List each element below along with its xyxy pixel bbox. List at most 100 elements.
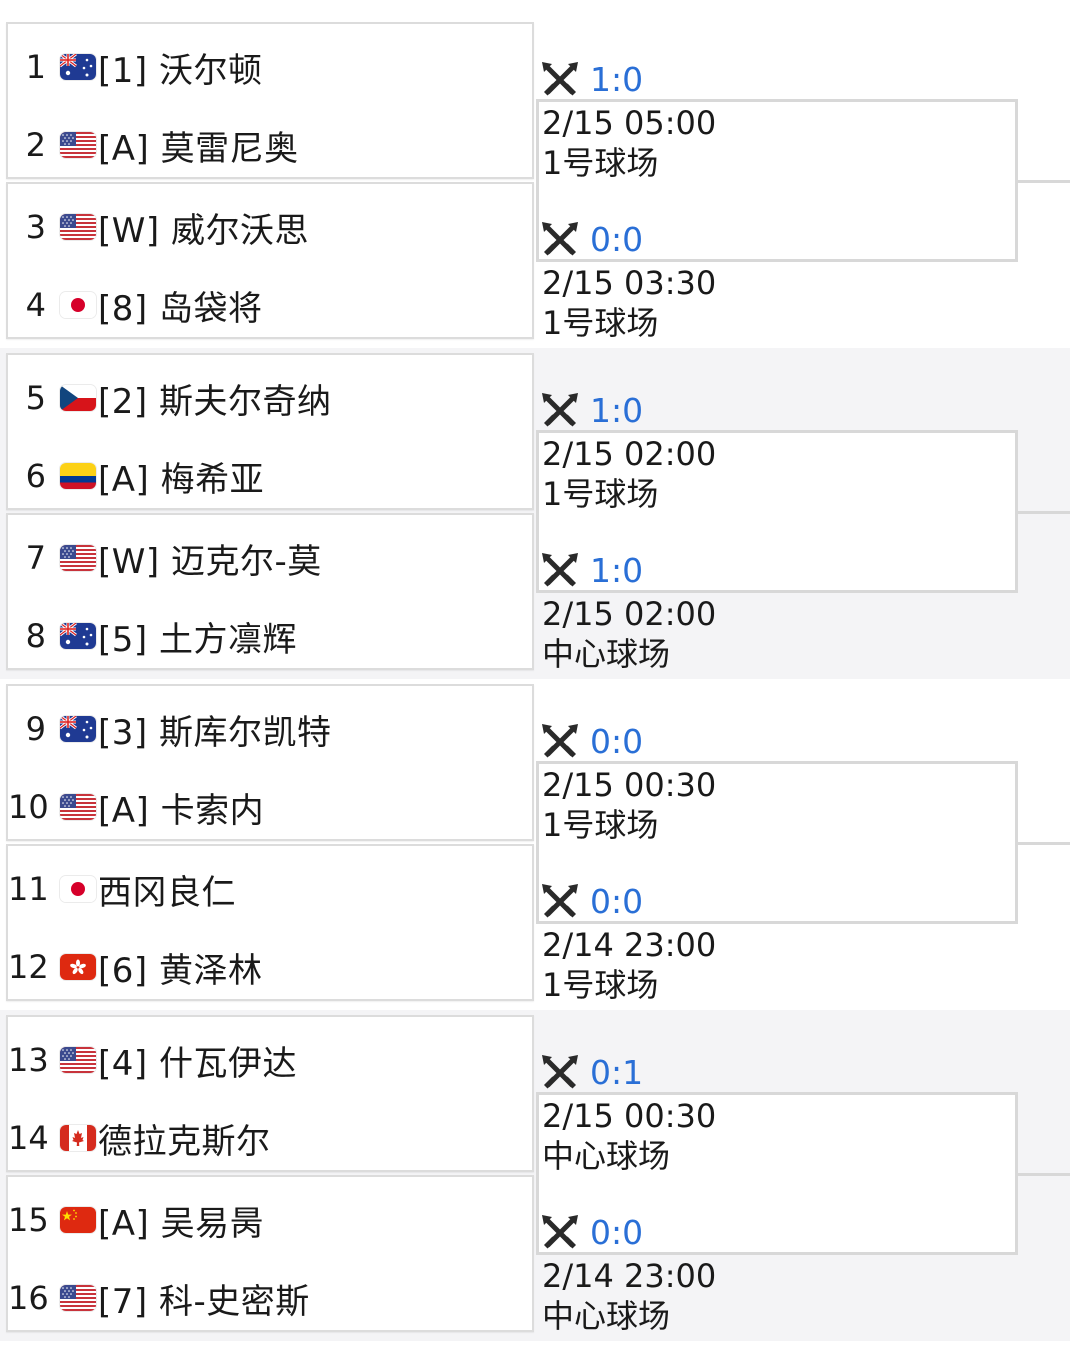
- hongkong-flag-icon: [60, 954, 96, 980]
- bracket-connector-line: [1018, 511, 1070, 514]
- player-row[interactable]: 2[A] 莫雷尼奥: [8, 120, 299, 170]
- match-score[interactable]: 0:0: [590, 721, 644, 761]
- czech-flag-icon: [60, 385, 96, 411]
- canada-flag-icon: [60, 1125, 96, 1151]
- seed-number: 12: [8, 948, 49, 986]
- match-connector-box: [536, 761, 1018, 924]
- match-court: 1号球场: [542, 966, 659, 1004]
- player-name: [1] 沃尔顿: [98, 50, 263, 91]
- seed-number: 2: [25, 126, 46, 164]
- match-score[interactable]: 0:0: [590, 219, 644, 259]
- player-pair-card: 15 [A] 吴易昺 16 [7] 科-史密斯: [6, 1175, 534, 1332]
- australia-flag-icon: [60, 716, 96, 742]
- player-row[interactable]: 3[W] 威尔沃思: [8, 202, 309, 252]
- match-score[interactable]: 1:0: [590, 59, 644, 99]
- usa-flag-icon: [60, 132, 96, 158]
- seed-number: 10: [8, 788, 49, 826]
- match-connector-box: [536, 99, 1018, 262]
- player-row[interactable]: 4 [8] 岛袋将: [8, 280, 262, 330]
- match-court: 1号球场: [542, 475, 659, 513]
- player-row[interactable]: 16 [7] 科-史密斯: [8, 1273, 310, 1323]
- seed-number: 16: [8, 1279, 49, 1317]
- seed-number: 9: [25, 710, 46, 748]
- match-score-row[interactable]: 1:0: [540, 59, 643, 99]
- player-row[interactable]: 5 [2] 斯夫尔奇纳: [8, 373, 331, 423]
- match-score[interactable]: 0:0: [590, 1212, 644, 1252]
- match-court: 中心球场: [542, 1137, 671, 1175]
- player-pair-card: 5 [2] 斯夫尔奇纳 6[A] 梅希亚: [6, 353, 534, 510]
- match-datetime: 2/14 23:00: [542, 926, 717, 964]
- match-score-row[interactable]: 0:0: [540, 1212, 643, 1252]
- player-name: [A] 梅希亚: [98, 459, 265, 500]
- match-score[interactable]: 0:1: [590, 1052, 644, 1092]
- player-pair-card: 3[W] 威尔沃思 4 [8] 岛袋将: [6, 182, 534, 339]
- player-row[interactable]: 1[1] 沃尔顿: [8, 42, 262, 92]
- player-row[interactable]: 15 [A] 吴易昺: [8, 1195, 264, 1245]
- match-court: 中心球场: [542, 1297, 671, 1335]
- player-name: [2] 斯夫尔奇纳: [98, 381, 332, 422]
- match-court: 1号球场: [542, 304, 659, 342]
- usa-flag-icon: [60, 545, 96, 571]
- player-row[interactable]: 7[W] 迈克尔-莫: [8, 533, 322, 583]
- match-score[interactable]: 1:0: [590, 390, 644, 430]
- player-name: [3] 斯库尔凯特: [98, 712, 332, 753]
- japan-flag-icon: [60, 292, 96, 318]
- player-name: [7] 科-史密斯: [98, 1281, 310, 1322]
- player-name: [W] 迈克尔-莫: [98, 541, 322, 582]
- seed-number: 5: [25, 379, 46, 417]
- player-row[interactable]: 9 [3] 斯库尔凯特: [8, 704, 331, 754]
- crossed-swords-icon: [540, 60, 580, 98]
- match-connector-box: [536, 430, 1018, 593]
- match-court: 1号球场: [542, 806, 659, 844]
- player-pair-card: 1[1] 沃尔顿 2[A] 莫雷尼奥: [6, 22, 534, 179]
- match-court: 中心球场: [542, 635, 671, 673]
- australia-flag-icon: [60, 54, 96, 80]
- bracket-connector-line: [1018, 1173, 1070, 1176]
- match-score-row[interactable]: 1:0: [540, 550, 643, 590]
- player-pair-card: 7[W] 迈克尔-莫 8[5] 土方凛辉: [6, 513, 534, 670]
- crossed-swords-icon: [540, 1213, 580, 1251]
- player-row[interactable]: 8[5] 土方凛辉: [8, 611, 297, 661]
- player-row[interactable]: 12[6] 黄泽林: [8, 942, 262, 992]
- seed-number: 13: [8, 1041, 49, 1079]
- match-connector-box: [536, 1092, 1018, 1255]
- bracket-connector-line: [1018, 180, 1070, 183]
- player-row[interactable]: 10[A] 卡索内: [8, 782, 264, 832]
- match-datetime: 2/14 23:00: [542, 1257, 717, 1295]
- crossed-swords-icon: [540, 551, 580, 589]
- player-name: [4] 什瓦伊达: [98, 1043, 297, 1084]
- match-datetime: 2/15 00:30: [542, 766, 717, 804]
- match-score[interactable]: 1:0: [590, 550, 644, 590]
- seed-number: 15: [8, 1201, 49, 1239]
- match-datetime: 2/15 00:30: [542, 1097, 717, 1135]
- match-score-row[interactable]: 0:0: [540, 721, 643, 761]
- seed-number: 14: [8, 1119, 49, 1157]
- australia-flag-icon: [60, 623, 96, 649]
- player-row[interactable]: 13 [4] 什瓦伊达: [8, 1035, 297, 1085]
- player-name: [5] 土方凛辉: [98, 619, 297, 660]
- player-name: [8] 岛袋将: [98, 288, 263, 329]
- seed-number: 4: [25, 286, 46, 324]
- player-row[interactable]: 6[A] 梅希亚: [8, 451, 264, 501]
- china-flag-icon: [60, 1207, 96, 1233]
- bracket-connector-line: [1018, 842, 1070, 845]
- match-score-row[interactable]: 0:1: [540, 1052, 643, 1092]
- match-score[interactable]: 0:0: [590, 881, 644, 921]
- match-score-row[interactable]: 0:0: [540, 219, 643, 259]
- player-name: 西冈良仁: [98, 872, 236, 913]
- match-datetime: 2/15 05:00: [542, 104, 717, 142]
- colombia-flag-icon: [60, 463, 96, 489]
- player-name: [W] 威尔沃思: [98, 210, 309, 251]
- match-score-row[interactable]: 0:0: [540, 881, 643, 921]
- player-name: [A] 吴易昺: [98, 1203, 265, 1244]
- japan-flag-icon: [60, 876, 96, 902]
- crossed-swords-icon: [540, 882, 580, 920]
- crossed-swords-icon: [540, 391, 580, 429]
- match-score-row[interactable]: 1:0: [540, 390, 643, 430]
- player-pair-card: 9 [3] 斯库尔凯特 10[A] 卡索内: [6, 684, 534, 841]
